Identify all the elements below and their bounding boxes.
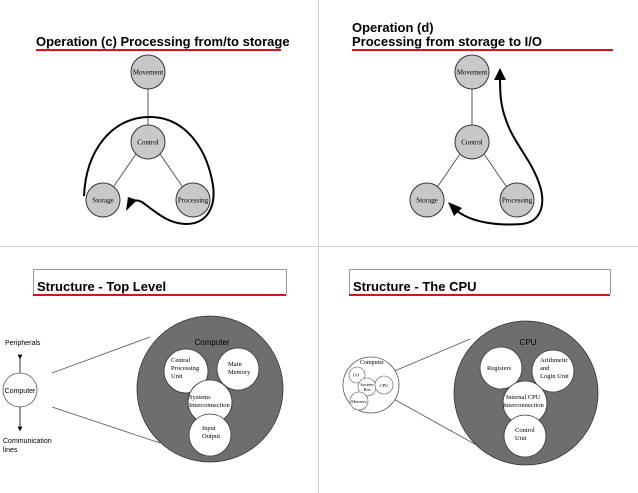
small-io-circle <box>348 366 366 384</box>
node-control <box>454 124 490 160</box>
io-label-line-1: Input <box>202 425 216 432</box>
node-storage-label: Storage <box>92 197 113 205</box>
title-underline <box>349 294 610 296</box>
cpu-circle <box>163 348 209 394</box>
small-memory-label: Memory <box>351 399 367 404</box>
computer-big-label: Computer <box>194 338 229 347</box>
cpu-structure-diagram: Computer I/O System Bus CPU Memory CPU R… <box>342 320 599 466</box>
zoom-line-bottom <box>389 396 481 448</box>
memory-label-line-2: Memory <box>228 369 251 376</box>
node-storage-label: Storage <box>416 197 437 205</box>
top-level-diagram: Peripherals Computer Communication lines… <box>2 315 284 463</box>
registers-circle <box>479 346 523 390</box>
control-unit-label-line-2: Unit <box>515 435 527 442</box>
cpu-big-label: CPU <box>520 338 537 347</box>
interconnection-label-line-1: Internal CPU <box>506 394 541 401</box>
input-output-circle <box>188 413 232 457</box>
small-memory-circle <box>349 391 369 411</box>
flow-arrow-up-head <box>494 68 506 80</box>
edge-control-storage <box>113 153 137 187</box>
cpu-label-line-1: Central <box>171 357 190 364</box>
zoom-line-top <box>384 338 471 376</box>
small-io-label: I/O <box>353 373 360 378</box>
title-box <box>349 269 611 294</box>
slide-title-line-1: Operation (d) <box>352 20 434 35</box>
control-unit-label-line-1: Control <box>515 427 535 434</box>
flow-arrow-path <box>83 115 215 226</box>
node-storage <box>85 182 121 218</box>
node-movement <box>130 54 166 90</box>
slide-title: Structure - The CPU <box>353 279 477 294</box>
edge-control-storage <box>437 153 461 187</box>
communication-label-line-2: lines <box>3 447 18 454</box>
control-unit-circle <box>503 414 547 458</box>
systems-label-line-1: Systems <box>189 394 211 401</box>
small-cpu-circle <box>374 375 394 395</box>
systems-label-line-2: Interconnection <box>189 402 231 409</box>
peripherals-label: Peripherals <box>5 340 41 347</box>
edge-control-processing <box>159 153 183 187</box>
slide-title: Operation (c) Processing from/to storage <box>36 34 290 49</box>
node-movement-label: Movement <box>133 69 163 77</box>
node-processing-label: Processing <box>178 197 209 205</box>
node-movement-label: Movement <box>457 69 487 77</box>
cpu-label-line-2: Processing <box>171 365 200 372</box>
operation-c-diagram: Movement Control Storage Processing <box>83 54 215 226</box>
slide-structure-cpu: Structure - The CPU Computer I/O System … <box>320 247 638 493</box>
slide-operation-c: Operation (c) Processing from/to storage… <box>0 0 318 246</box>
memory-label-line-1: Main <box>228 361 242 368</box>
title-underline <box>352 49 613 51</box>
computer-node-label: Computer <box>5 388 36 395</box>
registers-label: Registers <box>487 365 512 372</box>
node-control-label: Control <box>137 139 158 147</box>
small-computer-label: Computer <box>360 360 384 366</box>
alu-label-line-3: Login Unit <box>540 373 569 380</box>
flow-arrow-head <box>126 197 137 211</box>
main-memory-circle <box>216 347 260 391</box>
node-processing-label: Processing <box>502 197 533 205</box>
computer-node <box>2 372 38 408</box>
io-label-line-2: Output <box>202 433 220 440</box>
alu-label-line-1: Arithmetic <box>540 357 568 364</box>
slide-title-line-2: Processing from storage to I/O <box>352 34 542 49</box>
operation-d-diagram: Movement Control Storage Processing <box>409 54 544 226</box>
communication-label-line-1: Communication <box>3 438 52 445</box>
small-cpu-label: CPU <box>380 383 390 388</box>
flow-arrow-to-io-path <box>455 73 544 226</box>
node-processing <box>175 182 211 218</box>
zoom-line-bottom <box>51 406 161 444</box>
node-control <box>130 124 166 160</box>
title-underline <box>36 49 281 51</box>
title-underline <box>33 294 286 296</box>
alu-label-line-2: and <box>540 365 550 372</box>
title-box <box>33 269 287 294</box>
node-movement <box>454 54 490 90</box>
interconnection-label-line-2: Interconnection <box>503 402 545 409</box>
alu-circle <box>531 349 575 393</box>
edge-control-processing <box>483 153 507 187</box>
node-processing <box>499 182 535 218</box>
zoom-line-top <box>51 336 151 374</box>
flow-arrow-tail-head <box>448 202 462 216</box>
slide-title: Structure - Top Level <box>37 279 167 294</box>
small-system-label-1: System <box>360 382 374 387</box>
small-system-label-2: Bus <box>363 387 370 392</box>
node-storage <box>409 182 445 218</box>
horizontal-divider <box>0 246 638 247</box>
slide-structure-top-level: Structure - Top Level Peripherals Comput… <box>0 247 318 493</box>
cpu-label-line-3: Unit <box>171 373 183 380</box>
slide-operation-d: Operation (d) Processing from storage to… <box>320 0 638 246</box>
node-control-label: Control <box>461 139 482 147</box>
